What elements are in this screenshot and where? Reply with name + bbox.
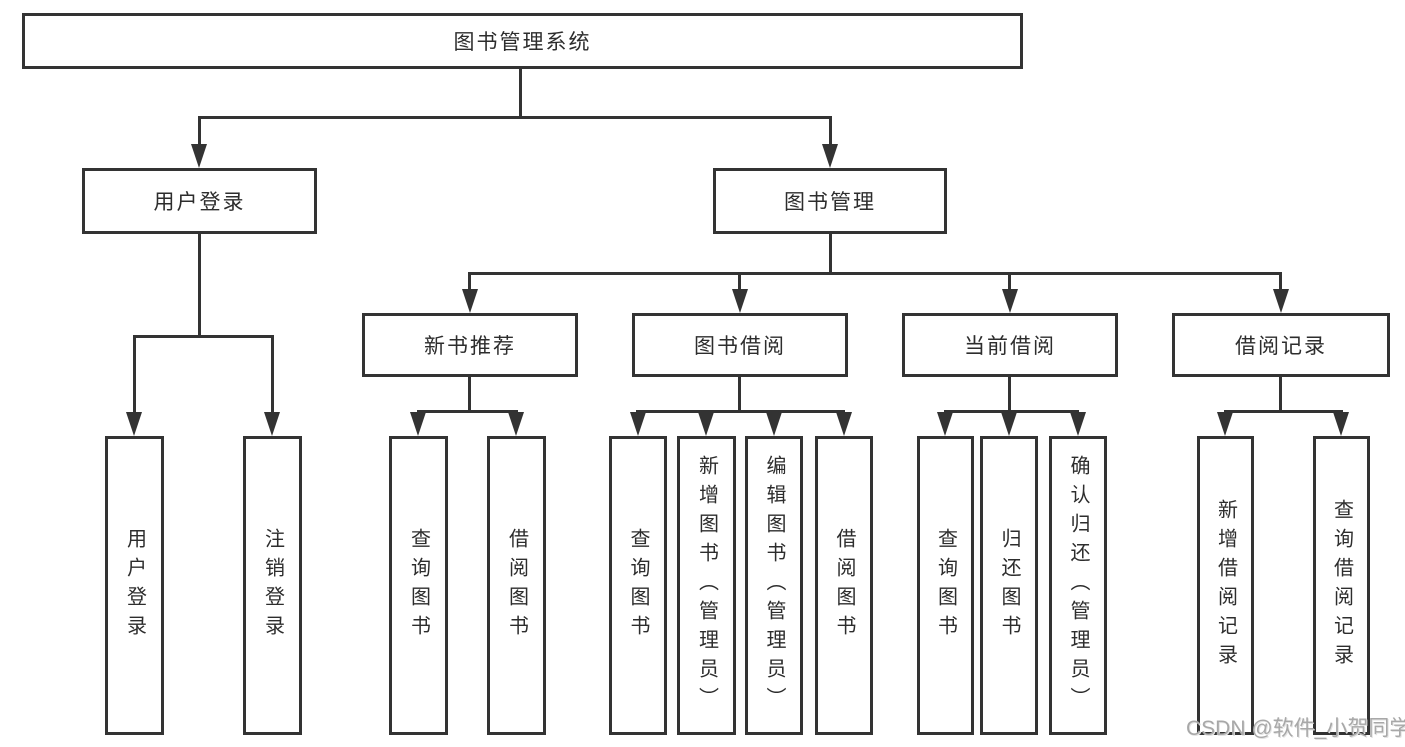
arrow-down-icon xyxy=(1273,289,1289,313)
leaf-current-query-books-label: 查询图书 xyxy=(934,527,957,644)
connector-arm-user-login xyxy=(198,116,201,150)
arrow-down-icon xyxy=(822,144,838,168)
leaf-user-login: 用户登录 xyxy=(105,436,164,735)
arrow-down-icon xyxy=(836,412,852,436)
leaf-edit-books-admin: 编辑图书（管理员） xyxy=(745,436,803,735)
connector-current-bar xyxy=(944,410,1079,413)
leaf-borrow-books-label: 借阅图书 xyxy=(833,527,855,644)
node-borrow-record-label: 借阅记录 xyxy=(1235,335,1327,358)
arrow-down-icon xyxy=(1070,412,1086,436)
leaf-logout: 注销登录 xyxy=(243,436,302,735)
leaf-borrow-query-books-label: 查询图书 xyxy=(627,527,649,644)
connector-recommend-bar xyxy=(417,410,518,413)
leaf-recommend-query-books: 查询图书 xyxy=(389,436,448,735)
leaf-return-books: 归还图书 xyxy=(980,436,1038,735)
arrow-down-icon xyxy=(191,144,207,168)
leaf-query-borrow-record-label: 查询借阅记录 xyxy=(1330,498,1353,673)
connector-level3-bar xyxy=(468,272,1282,275)
arrow-down-icon xyxy=(508,412,524,436)
node-borrow-record: 借阅记录 xyxy=(1172,313,1390,377)
connector-book-mgmt-stem xyxy=(829,234,832,275)
leaf-add-books-admin: 新增图书（管理员） xyxy=(677,436,736,735)
arrow-down-icon xyxy=(264,412,280,436)
leaf-return-books-label: 归还图书 xyxy=(998,527,1020,644)
leaf-edit-books-admin-label: 编辑图书（管理员） xyxy=(763,455,785,716)
leaf-confirm-return-admin-label: 确认归还（管理员） xyxy=(1067,455,1089,716)
connector-current-stem xyxy=(1008,377,1011,413)
connector-level1-bar xyxy=(198,116,832,119)
arrow-down-icon xyxy=(732,289,748,313)
node-book-mgmt-label: 图书管理 xyxy=(784,191,876,214)
connector-root-stem xyxy=(519,69,522,119)
connector-recommend-stem xyxy=(468,377,471,413)
arrow-down-icon xyxy=(630,412,646,436)
node-book-borrow-label: 图书借阅 xyxy=(694,335,786,358)
arrow-down-icon xyxy=(462,289,478,313)
arrow-down-icon xyxy=(766,412,782,436)
arrow-down-icon xyxy=(410,412,426,436)
node-current-borrow: 当前借阅 xyxy=(902,313,1118,377)
node-book-mgmt: 图书管理 xyxy=(713,168,947,234)
node-new-book-recommend: 新书推荐 xyxy=(362,313,578,377)
connector-arm-book-mgmt xyxy=(829,116,832,150)
connector-arm-leaf-login xyxy=(133,335,136,418)
leaf-recommend-borrow-books: 借阅图书 xyxy=(487,436,546,735)
arrow-down-icon xyxy=(1217,412,1233,436)
arrow-down-icon xyxy=(1333,412,1349,436)
leaf-logout-label: 注销登录 xyxy=(261,527,284,644)
leaf-borrow-books: 借阅图书 xyxy=(815,436,873,735)
connector-borrow-bar xyxy=(636,410,845,413)
leaf-current-query-books: 查询图书 xyxy=(917,436,974,735)
arrow-down-icon xyxy=(937,412,953,436)
node-book-management-system-label: 图书管理系统 xyxy=(453,31,592,54)
csdn-watermark: CSDN @软件_小贺同学 xyxy=(1186,717,1405,740)
connector-borrow-stem xyxy=(738,377,741,413)
leaf-add-books-admin-label: 新增图书（管理员） xyxy=(695,455,718,716)
leaf-recommend-query-books-label: 查询图书 xyxy=(407,527,430,644)
leaf-borrow-query-books: 查询图书 xyxy=(609,436,667,735)
leaf-confirm-return-admin: 确认归还（管理员） xyxy=(1049,436,1107,735)
leaf-add-borrow-record-label: 新增借阅记录 xyxy=(1214,498,1237,673)
leaf-query-borrow-record: 查询借阅记录 xyxy=(1313,436,1370,735)
connector-arm-borrow xyxy=(738,272,741,295)
arrow-down-icon xyxy=(1002,289,1018,313)
leaf-user-login-label: 用户登录 xyxy=(123,527,146,644)
node-book-management-system: 图书管理系统 xyxy=(22,13,1023,69)
connector-arm-record xyxy=(1279,272,1282,295)
arrow-down-icon xyxy=(698,412,714,436)
connector-record-stem xyxy=(1279,377,1282,413)
leaf-add-borrow-record: 新增借阅记录 xyxy=(1197,436,1254,735)
connector-arm-leaf-logout xyxy=(271,335,274,418)
node-new-book-recommend-label: 新书推荐 xyxy=(424,335,516,358)
connector-arm-current xyxy=(1008,272,1011,295)
connector-user-login-stem xyxy=(198,234,201,338)
node-user-login-label: 用户登录 xyxy=(153,191,246,214)
leaf-recommend-borrow-books-label: 借阅图书 xyxy=(505,527,528,644)
connector-record-bar xyxy=(1224,410,1343,413)
node-current-borrow-label: 当前借阅 xyxy=(964,335,1056,358)
connector-arm-recommend xyxy=(468,272,471,295)
arrow-down-icon xyxy=(1001,412,1017,436)
connector-user-login-bar xyxy=(133,335,274,338)
arrow-down-icon xyxy=(126,412,142,436)
node-book-borrow: 图书借阅 xyxy=(632,313,848,377)
node-user-login: 用户登录 xyxy=(82,168,317,234)
